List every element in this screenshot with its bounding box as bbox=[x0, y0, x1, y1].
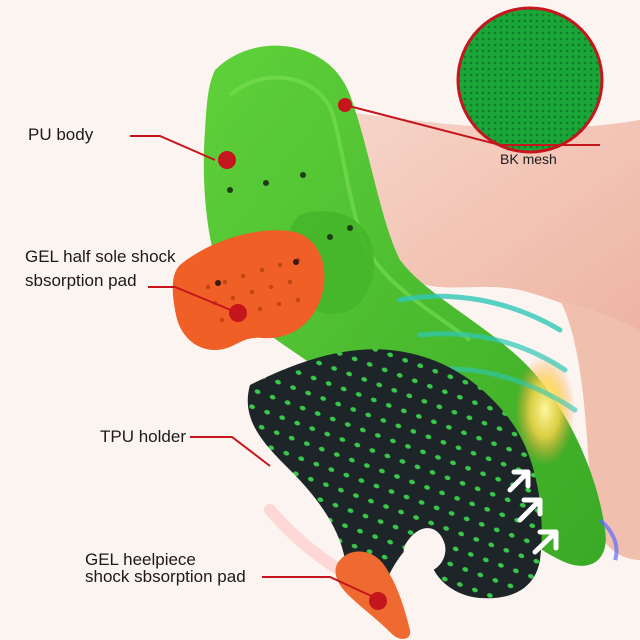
label-pu-body: PU body bbox=[28, 125, 94, 144]
label-gel-half-sole-1: GEL half sole shock bbox=[25, 247, 176, 266]
gel-half-sole-pad bbox=[172, 230, 325, 350]
label-bk-mesh: BK mesh bbox=[500, 151, 557, 167]
label-tpu-holder: TPU holder bbox=[100, 427, 186, 446]
callout-dot-icon bbox=[218, 98, 387, 610]
blue-glow bbox=[598, 518, 619, 561]
foot-heel bbox=[560, 300, 640, 560]
glow-effect bbox=[515, 355, 575, 465]
arrow-up-right-icon bbox=[507, 469, 559, 555]
bk-mesh-swatch bbox=[456, 6, 604, 154]
label-gel-heelpiece-1: GEL heelpiece bbox=[85, 550, 196, 569]
callout-lines bbox=[130, 104, 600, 601]
label-gel-half-sole-2: sbsorption pad bbox=[25, 271, 137, 290]
insole-holes bbox=[227, 172, 353, 240]
tpu-holder-cutout bbox=[403, 528, 446, 573]
tpu-holder bbox=[247, 349, 542, 600]
label-gel-heelpiece-2: shock sbsorption pad bbox=[85, 567, 246, 586]
